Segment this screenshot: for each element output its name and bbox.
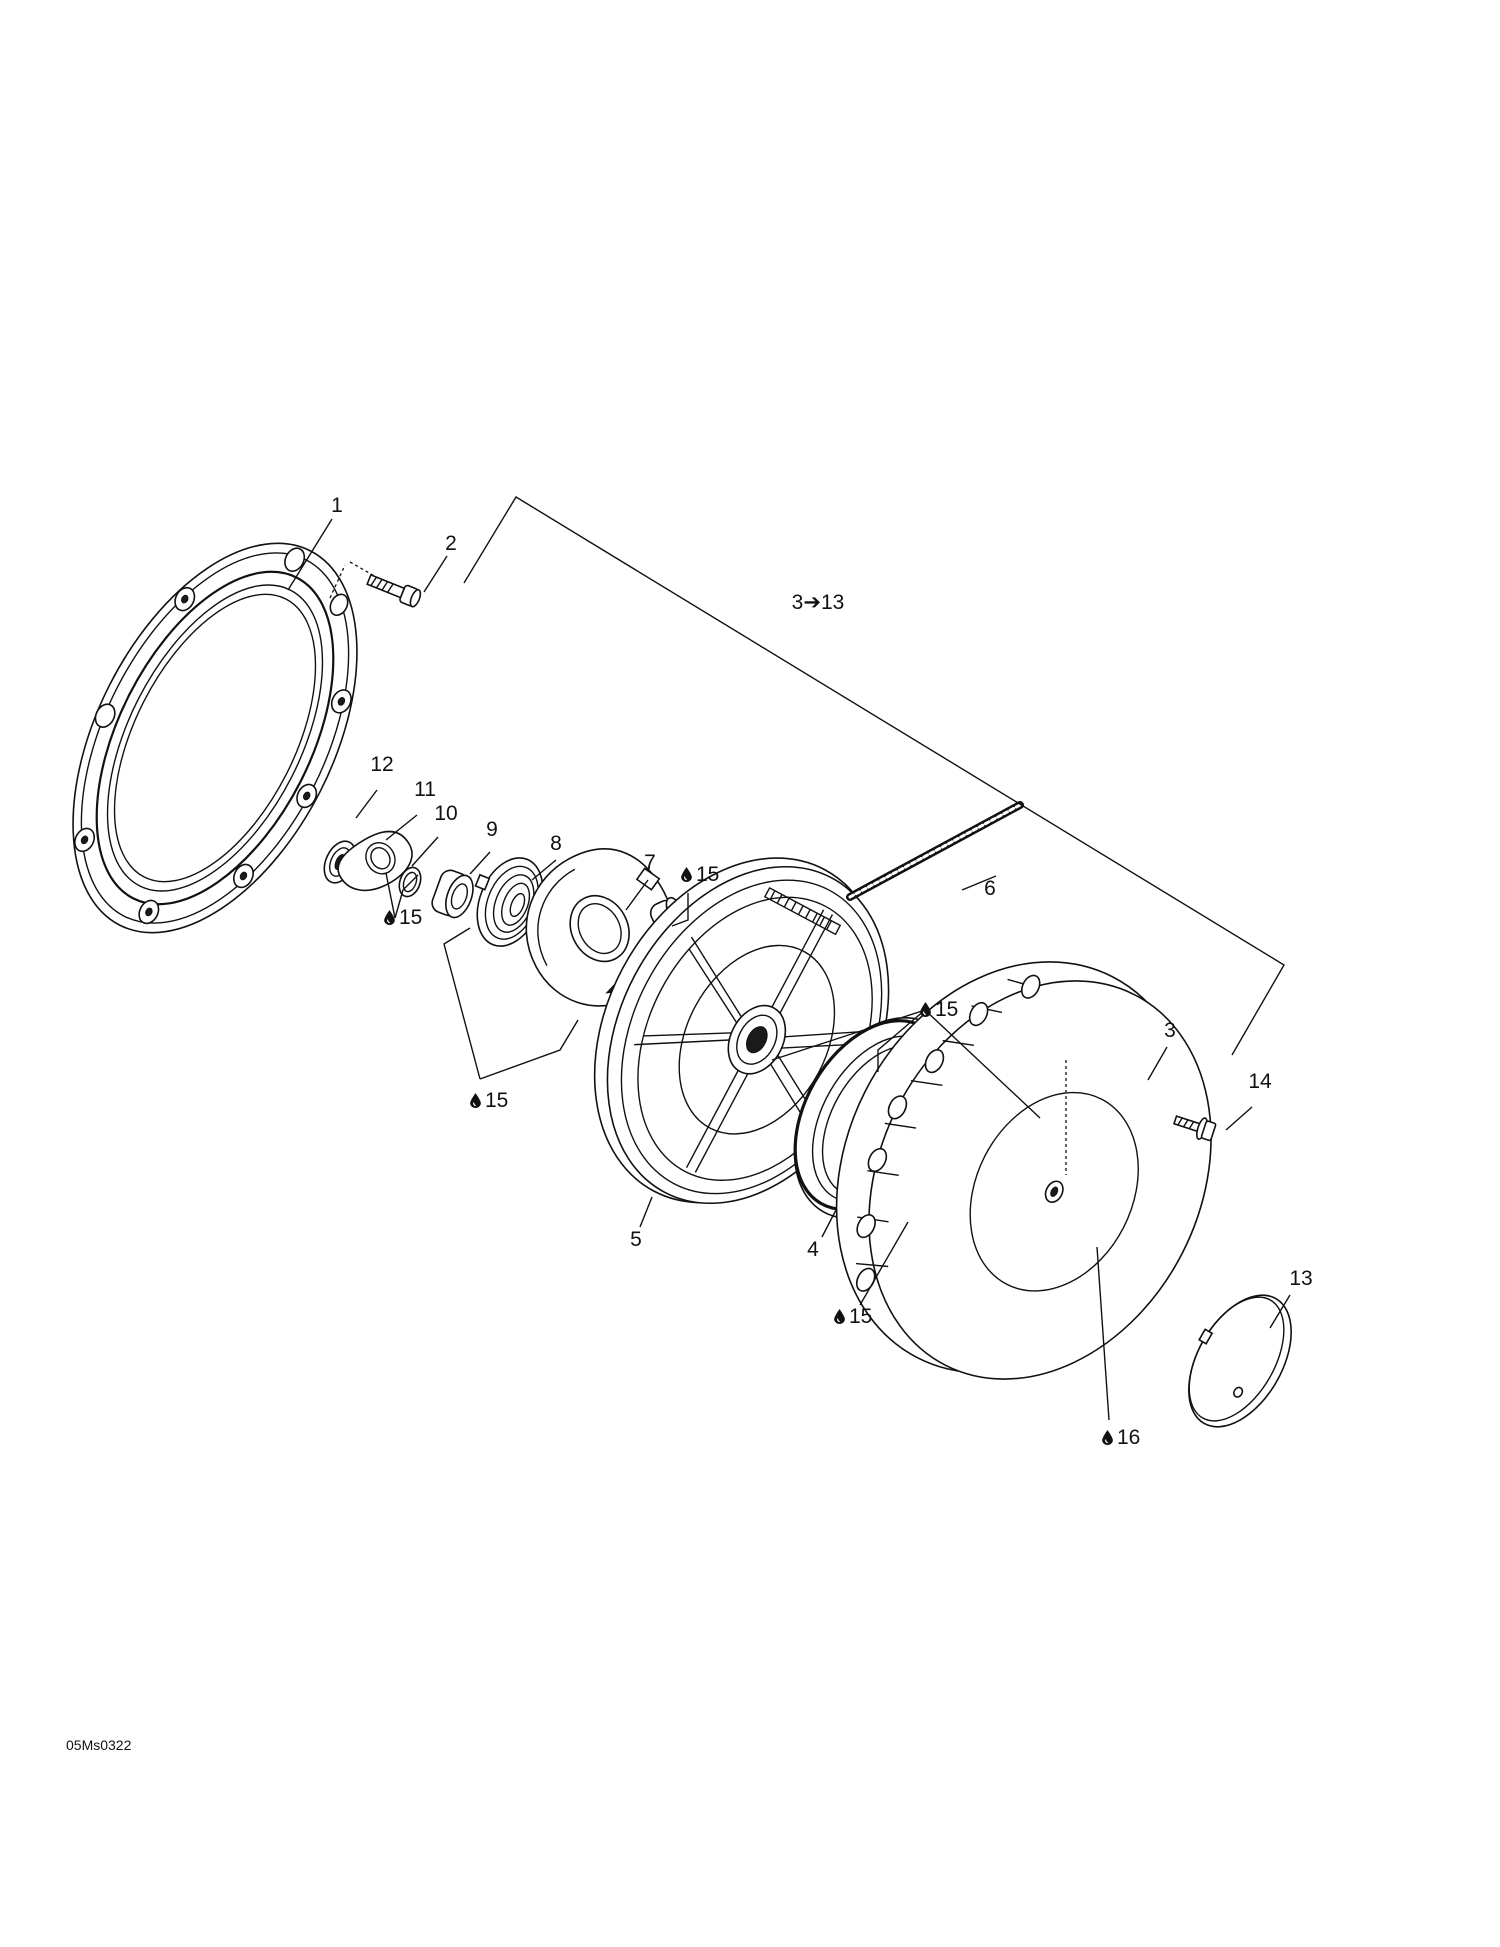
part-11-plate: [337, 830, 413, 892]
lube-callout-16: 16: [1102, 1426, 1140, 1449]
part-3-housing: [835, 961, 1212, 1380]
part-6-rope: [846, 801, 1024, 901]
lube-callout-15-c: 15: [920, 998, 958, 1021]
label-part-13: 13: [1289, 1267, 1312, 1290]
part-14-bolt: [1173, 1115, 1217, 1142]
label-part-12: 12: [370, 753, 393, 776]
lubricant-callouts: 15 15 15 15 15 16: [384, 863, 1140, 1449]
label-part-3: 3: [1164, 1019, 1176, 1042]
label-part-2: 2: [445, 532, 457, 555]
label-part-14: 14: [1248, 1070, 1272, 1093]
label-part-11: 11: [414, 778, 436, 801]
svg-text:15: 15: [399, 906, 422, 929]
label-part-4: 4: [807, 1238, 819, 1261]
svg-text:16: 16: [1117, 1426, 1140, 1449]
oil-drop-icon: [470, 1093, 481, 1108]
svg-text:15: 15: [696, 863, 719, 886]
label-part-9: 9: [486, 818, 498, 841]
oil-drop-icon: [1102, 1430, 1113, 1445]
figure-reference-code: 05Ms0322: [66, 1737, 132, 1753]
part-1-flange-ring: [72, 542, 358, 934]
lube-callout-15-a: 15: [681, 863, 719, 886]
label-part-6: 6: [984, 877, 996, 900]
oil-drop-icon: [681, 867, 692, 882]
part-labels: 1 2 3➔13 12 11 10 9 8 7 6 3 14 13 5 4: [331, 494, 1313, 1290]
assembly-bracket: [463, 496, 1285, 1056]
label-part-10: 10: [434, 802, 457, 825]
lube-callout-15-e: 15: [834, 1305, 872, 1328]
leader-lines: [287, 518, 1291, 1421]
label-part-8: 8: [550, 832, 562, 855]
label-part-5: 5: [630, 1228, 642, 1251]
oil-drop-icon: [834, 1309, 845, 1324]
oil-drop-icon: [920, 1002, 931, 1017]
part-13-cover: [1188, 1294, 1292, 1428]
svg-text:15: 15: [485, 1089, 508, 1112]
svg-text:15: 15: [935, 998, 958, 1021]
svg-text:15: 15: [849, 1305, 872, 1328]
lube-callout-15-d: 15: [470, 1089, 508, 1112]
label-part-7: 7: [644, 851, 656, 874]
lube-callout-15-b: 15: [384, 906, 422, 929]
label-part-1: 1: [331, 494, 343, 517]
label-part-3-13: 3➔13: [792, 591, 845, 614]
part-2-screw: [329, 561, 422, 608]
part-9-bushing: [431, 869, 474, 919]
